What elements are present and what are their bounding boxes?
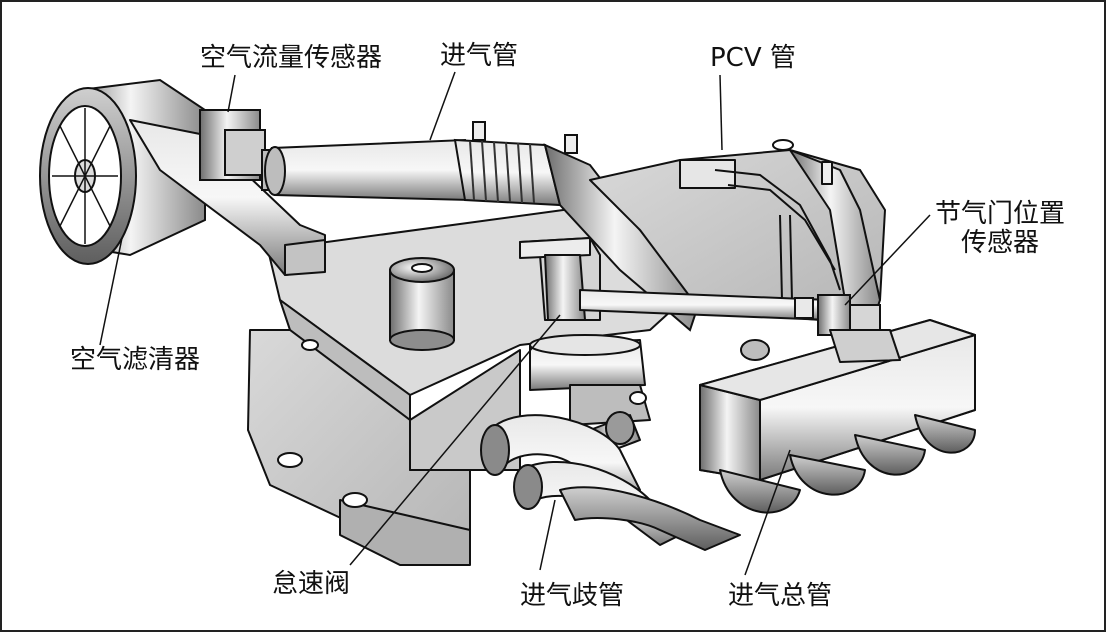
label-air-flow-sensor: 空气流量传感器 [200,43,383,73]
leader-air-flow-sensor [227,74,236,113]
leader-throttle-sensor [844,214,931,306]
air-flow-sensor-body [199,109,281,191]
label-intake-pipe: 进气管 [440,41,519,71]
label-throttle-sensor-line1: 节气门位置 [935,199,1066,229]
leader-idle-valve [349,314,561,566]
label-throttle-position-sensor: 节气门位置 传感器 [935,200,1065,257]
label-intake-plenum: 进气总管 [728,581,833,611]
air-cleaner [39,78,206,265]
manifold-runners [480,414,741,551]
pcv-pipe [714,169,841,301]
label-intake-manifold: 进气歧管 [520,581,625,611]
label-idle-valve: 怠速阀 [272,569,351,599]
leader-air-cleaner [99,237,123,346]
intake-tube [264,121,702,332]
block-cap [389,257,455,351]
leader-intake-pipe [429,71,456,141]
intake-plenum-body [699,319,976,514]
leader-intake-manifold [539,499,556,571]
label-air-cleaner: 空气滤清器 [70,345,201,375]
label-pcv-pipe: PCV 管 [710,43,796,73]
upper-chamber [589,139,886,331]
leader-intake-plenum [744,449,791,576]
leader-lines [99,71,931,576]
label-throttle-sensor-line2: 传感器 [961,227,1040,258]
leader-pcv-pipe [719,74,723,151]
